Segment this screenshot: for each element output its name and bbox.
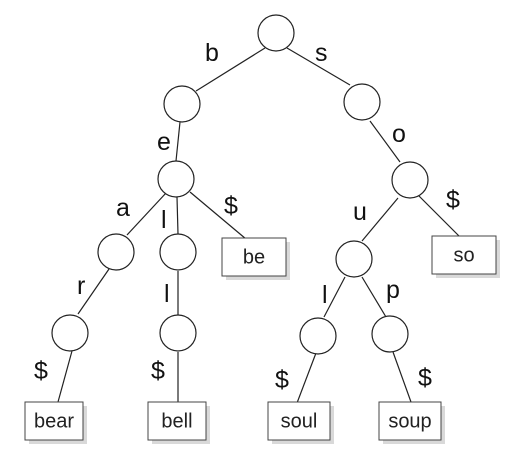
edge-label-l-bel: l bbox=[164, 280, 170, 308]
edge-label-end-be: $ bbox=[224, 192, 238, 220]
edge-label-r: r bbox=[77, 272, 85, 300]
node-bea bbox=[97, 233, 135, 271]
leaf-word-so: so bbox=[453, 244, 474, 266]
edge-s-o bbox=[369, 120, 401, 163]
leaf-bear: bear bbox=[24, 401, 87, 444]
leaf-word-be: be bbox=[243, 246, 265, 268]
node-be bbox=[157, 160, 195, 198]
leaf-word-bear: bear bbox=[34, 410, 74, 432]
leaf-soup: soup bbox=[378, 401, 445, 444]
edge-label-l-be: l bbox=[161, 206, 167, 234]
edge-r-bear bbox=[57, 350, 73, 403]
edge-o-u bbox=[361, 197, 399, 242]
edge-o-so bbox=[417, 194, 460, 237]
edge-u-l bbox=[323, 276, 346, 318]
edge-label-end-soul: $ bbox=[275, 366, 289, 394]
edge-label-end-bell: $ bbox=[151, 357, 165, 385]
edge-labels: b s e o a l $ u $ r l l p $ $ $ $ bbox=[34, 39, 460, 394]
edge-label-a: a bbox=[116, 194, 130, 222]
edge-u-p bbox=[361, 276, 387, 318]
edge-root-b bbox=[195, 47, 266, 92]
trie-nodes bbox=[51, 14, 429, 355]
leaf-word-bell: bell bbox=[161, 410, 192, 432]
node-soul bbox=[299, 317, 337, 355]
edge-b-e bbox=[175, 121, 181, 162]
edge-root-s bbox=[286, 47, 351, 86]
node-b bbox=[163, 85, 201, 123]
edge-e-a bbox=[126, 192, 167, 236]
leaf-word-soul: soul bbox=[281, 410, 318, 432]
node-sou bbox=[335, 240, 373, 278]
edge-label-e: e bbox=[157, 128, 171, 156]
edge-label-b: b bbox=[205, 39, 219, 67]
edge-label-o: o bbox=[392, 120, 406, 148]
edge-label-l-sou: l bbox=[322, 281, 328, 309]
node-bell bbox=[159, 314, 197, 352]
leaf-so: so bbox=[431, 235, 500, 278]
edge-e-l bbox=[176, 196, 179, 235]
leaf-soul: soul bbox=[267, 401, 334, 444]
edge-a-r bbox=[77, 268, 110, 315]
node-so bbox=[391, 161, 429, 199]
leaf-bell: bell bbox=[147, 401, 210, 444]
edge-label-end-bear: $ bbox=[34, 357, 48, 385]
node-root bbox=[257, 14, 295, 52]
leaf-word-boxes: be so bear bell soul soup bbox=[24, 235, 500, 444]
edge-p-soup bbox=[392, 351, 412, 403]
node-bear bbox=[51, 314, 89, 352]
node-bel bbox=[159, 233, 197, 271]
trie-edges bbox=[57, 47, 460, 404]
edge-e-be bbox=[189, 191, 247, 240]
edge-label-end-soup: $ bbox=[418, 364, 432, 392]
edge-label-u: u bbox=[353, 198, 367, 226]
edge-label-p: p bbox=[386, 276, 400, 304]
edge-label-end-so: $ bbox=[446, 186, 460, 214]
leaf-be: be bbox=[221, 237, 290, 280]
leaf-word-soup: soup bbox=[388, 410, 431, 432]
edge-label-s: s bbox=[315, 39, 328, 67]
node-soup bbox=[371, 315, 409, 353]
node-s bbox=[343, 83, 381, 121]
edge-l-soul bbox=[296, 352, 317, 404]
